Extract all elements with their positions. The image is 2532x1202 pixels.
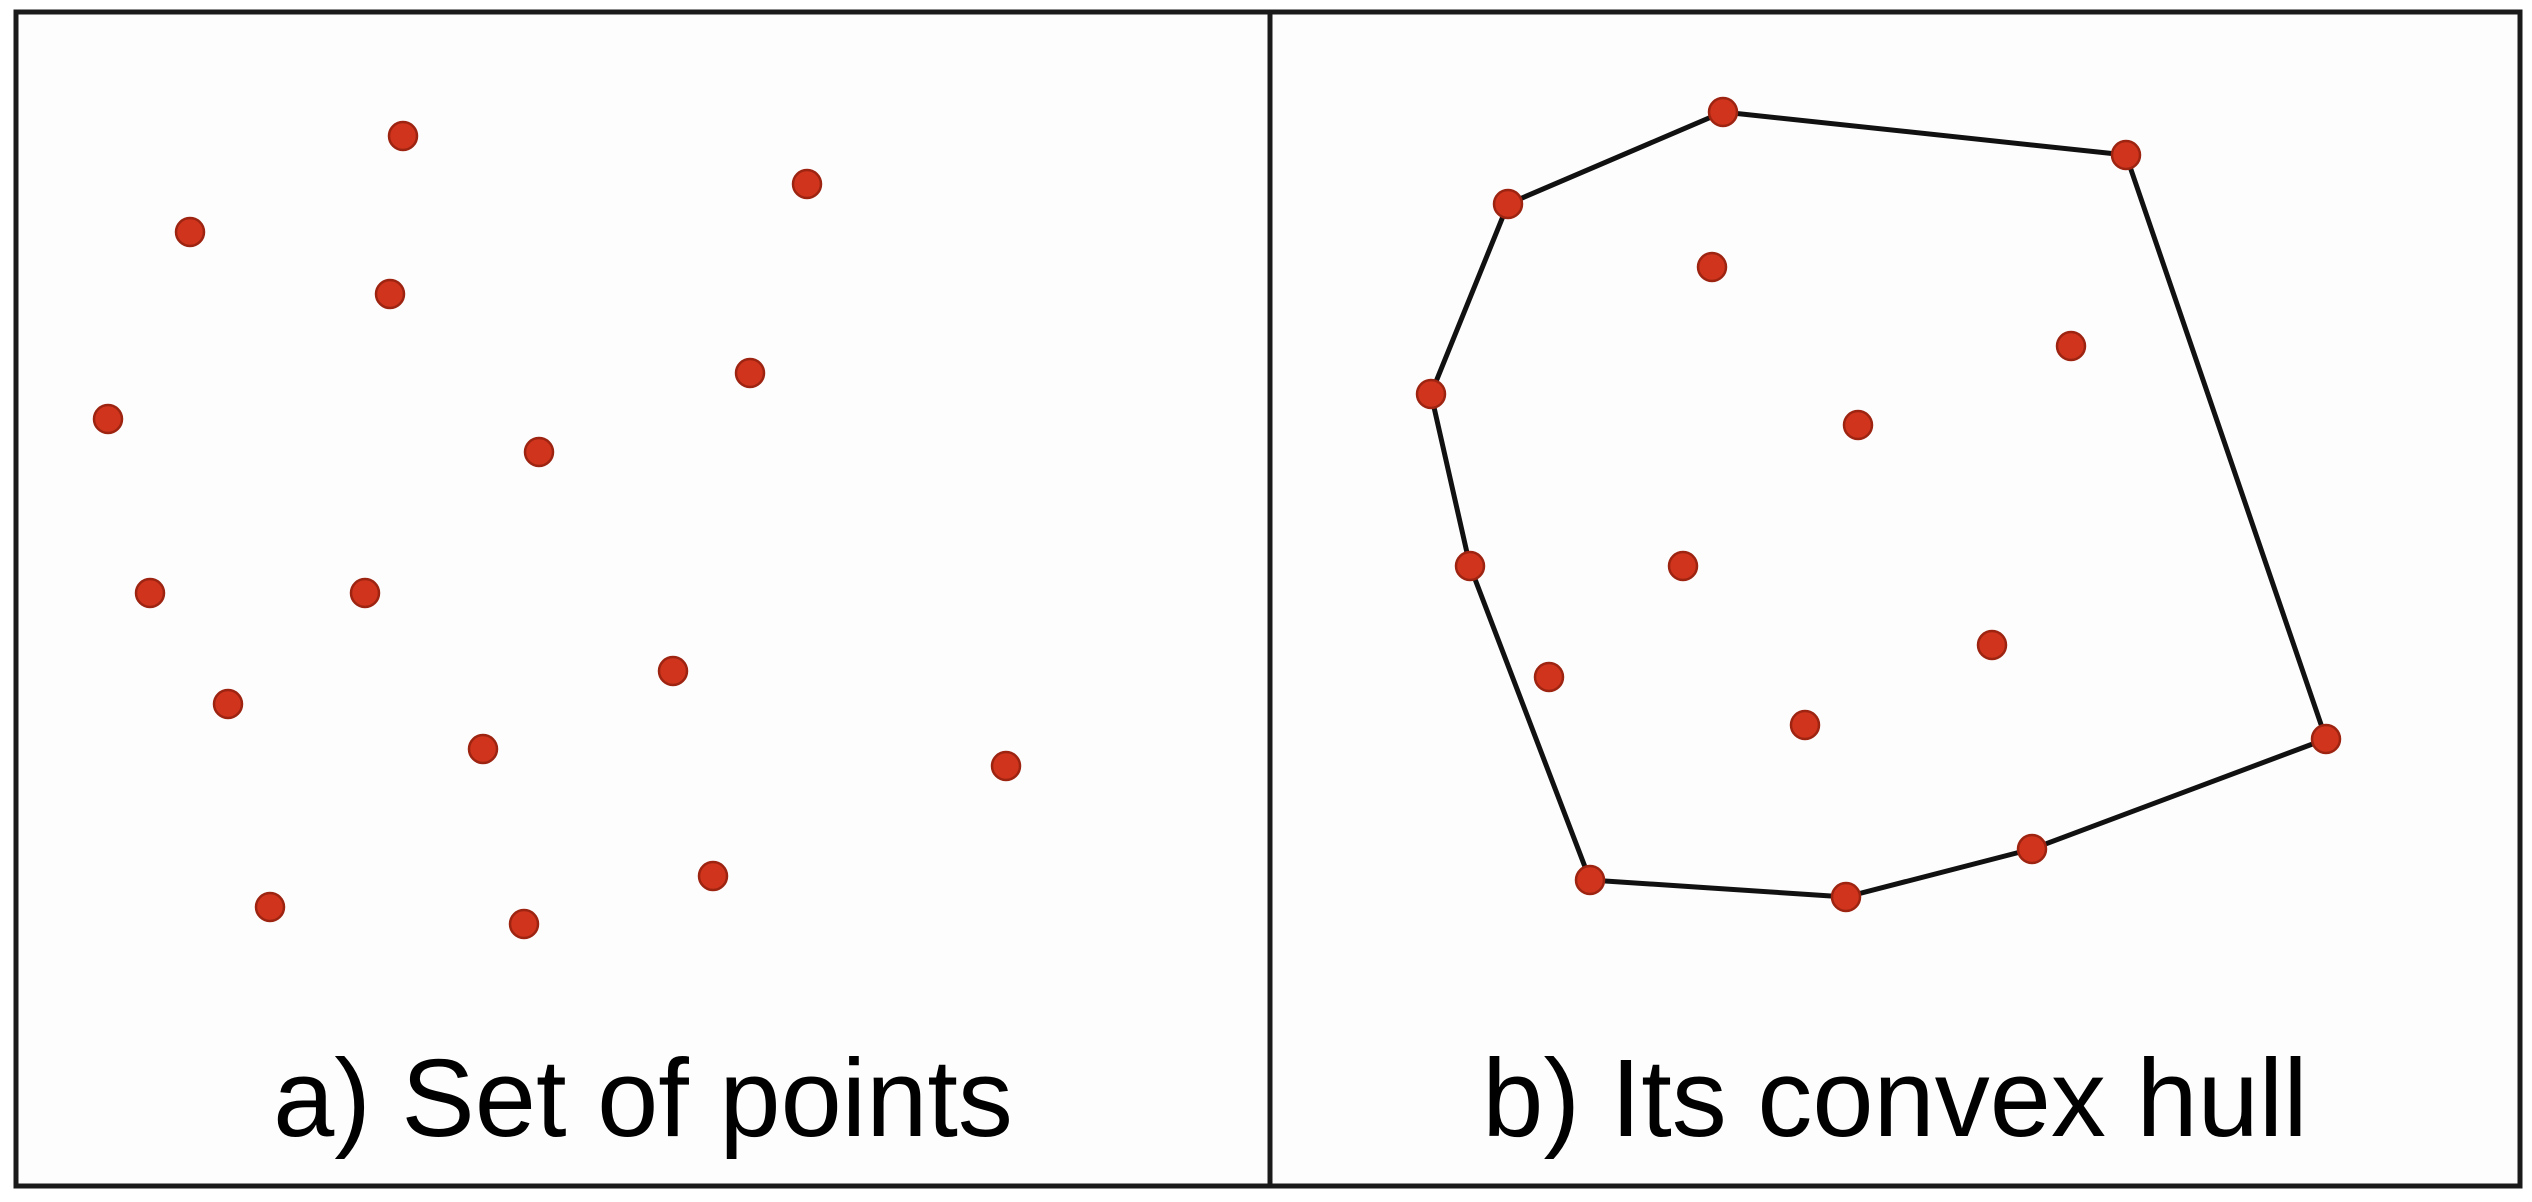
point	[92, 403, 124, 435]
interior-point	[2055, 330, 2087, 362]
caption-b: b) Its convex hull	[1482, 1037, 2307, 1160]
interior-point	[1696, 251, 1728, 283]
hull-vertex-point	[1830, 881, 1862, 913]
point	[387, 120, 419, 152]
caption-a: a) Set of points	[273, 1037, 1013, 1160]
panel-b-convex-hull	[1415, 96, 2342, 913]
hull-vertex-point	[1574, 864, 1606, 896]
hull-vertex-point	[1707, 96, 1739, 128]
point	[734, 357, 766, 389]
point	[134, 577, 166, 609]
point	[174, 216, 206, 248]
interior-point	[1533, 661, 1565, 693]
interior-point	[1667, 550, 1699, 582]
interior-point	[1789, 709, 1821, 741]
hull-vertex-point	[1415, 378, 1447, 410]
point	[467, 733, 499, 765]
point	[254, 891, 286, 923]
hull-vertex-point	[2310, 723, 2342, 755]
convex-hull-outline	[1428, 109, 2329, 900]
point	[657, 655, 689, 687]
hull-vertex-point	[1492, 188, 1524, 220]
interior-point	[1842, 409, 1874, 441]
hull-vertex-point	[2016, 833, 2048, 865]
point	[212, 688, 244, 720]
point	[523, 436, 555, 468]
point	[508, 908, 540, 940]
hull-vertex-point	[1454, 550, 1486, 582]
hull-vertex-point	[2110, 139, 2142, 171]
panel-a-frame	[13, 9, 1273, 1189]
point	[374, 278, 406, 310]
interior-point	[1976, 629, 2008, 661]
panel-b-frame	[1267, 9, 2523, 1189]
point	[990, 750, 1022, 782]
point	[791, 168, 823, 200]
panel-a-set-of-points	[92, 120, 1022, 940]
point	[349, 577, 381, 609]
point	[697, 860, 729, 892]
